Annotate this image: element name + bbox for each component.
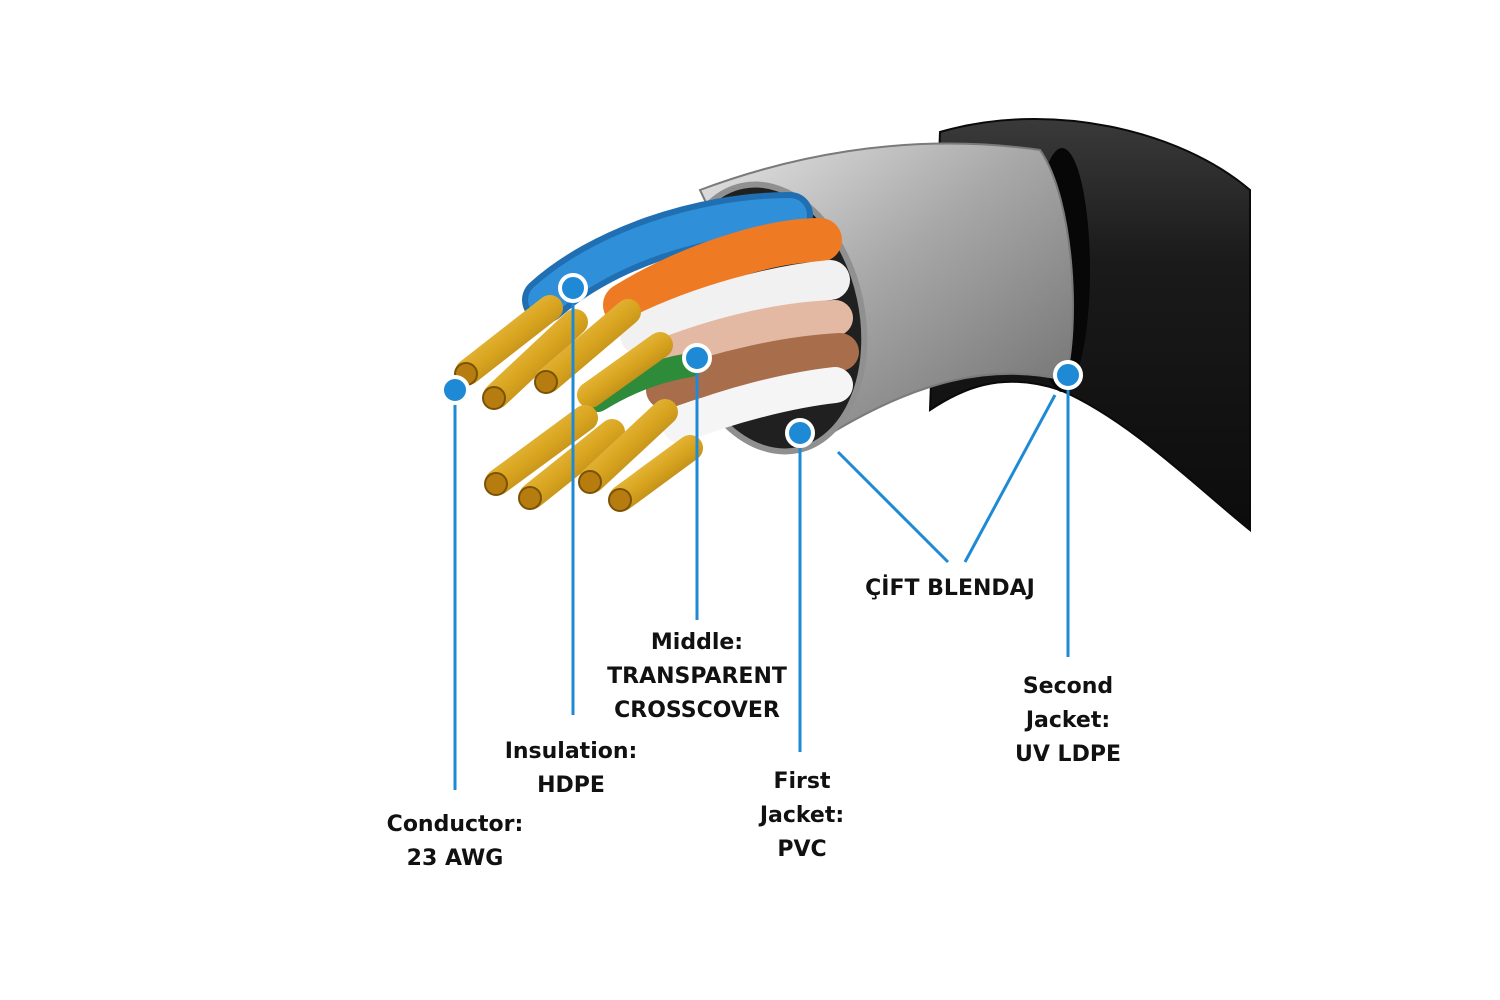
label-line: CROSSCOVER [614, 698, 780, 723]
label-line: UV LDPE [1015, 742, 1121, 767]
conductor-callout-dot [440, 375, 470, 405]
label-line: Insulation: [504, 739, 638, 764]
label-line: Conductor: [386, 812, 524, 837]
callout-dots [440, 273, 1083, 448]
label-middle: Middle: TRANSPARENT CROSSCOVER [607, 626, 787, 728]
label-first-jacket: First Jacket: PVC [760, 765, 844, 867]
label-line: First [773, 769, 831, 794]
label-line: Second [1022, 674, 1114, 699]
label-line: Jacket: [759, 803, 845, 828]
callout-lines [453, 288, 1070, 790]
label-insulation: Insulation: HDPE [505, 735, 638, 803]
conductor-ends [454, 362, 632, 512]
first-jacket-callout-dot [785, 418, 815, 448]
label-line: Jacket: [1025, 708, 1111, 733]
label-line: PVC [777, 837, 827, 862]
label-line: 23 AWG [406, 846, 504, 871]
label-second-jacket: Second Jacket: UV LDPE [1015, 670, 1121, 772]
label-shield: ÇİFT BLENDAJ [865, 572, 1035, 606]
middle-callout-dot [682, 343, 712, 373]
label-line: Middle: [650, 630, 744, 655]
label-line: ÇİFT BLENDAJ [865, 576, 1035, 601]
insulation-callout-dot [558, 273, 588, 303]
label-conductor: Conductor: 23 AWG [387, 808, 524, 876]
label-line: TRANSPARENT [607, 664, 787, 689]
second-jacket-callout-dot [1053, 360, 1083, 390]
label-line: HDPE [537, 773, 605, 798]
